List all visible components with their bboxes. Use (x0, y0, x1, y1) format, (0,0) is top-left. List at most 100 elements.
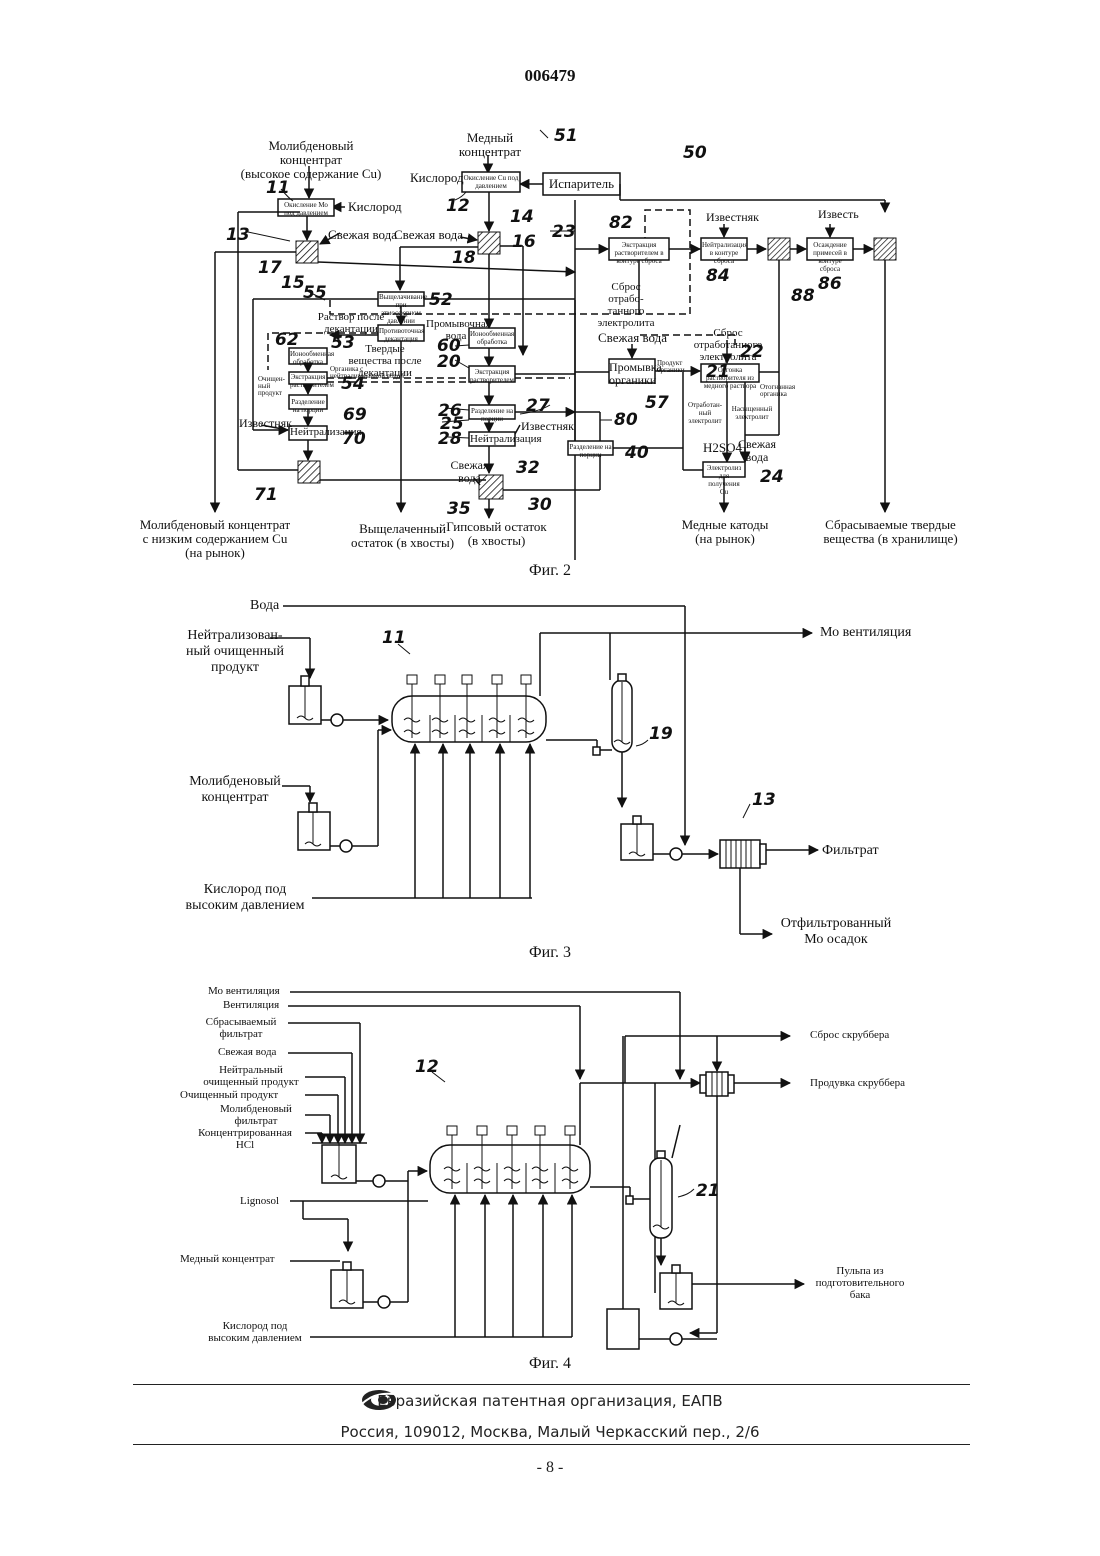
ref-26: 26 (438, 401, 462, 421)
box-60-label: Ионообменная обработка (470, 330, 514, 346)
ref-18: 18 (452, 248, 476, 268)
fig3-mo-concentrate: Молибденовый концентрат (180, 774, 290, 806)
box-52-label: Выщелачивание при атмосферном давлении (379, 293, 423, 325)
figure-3-caption: Фиг. 3 (0, 944, 1100, 962)
ref-62: 62 (275, 330, 299, 350)
figure-3-lines (0, 590, 1100, 970)
label-fresh-water-1: Свежая вода (328, 228, 397, 242)
label-cleaned-product: Очищен- ный продукт (258, 376, 285, 397)
ref-17: 17 (258, 258, 282, 278)
autoclave-11 (392, 696, 546, 742)
label-decant-solution: Раствор после декантации (316, 311, 386, 335)
box-54-label: Экстракция растворителем (290, 373, 326, 389)
autoclave-12 (430, 1145, 590, 1193)
box-28-label: Нейтрализация (470, 433, 514, 445)
ref-88: 88 (791, 286, 815, 306)
ref-28: 28 (438, 429, 462, 449)
ref-51: 51 (554, 126, 578, 146)
footer-rule-bottom (133, 1444, 970, 1445)
figure-3-mo-oxidation: Вода Нейтрализован- ный очищенный продук… (0, 590, 1100, 970)
ref-11-fig3: 11 (382, 628, 406, 648)
label-spent-bleed-1: Сброс отрабо- танного электролита (594, 281, 658, 329)
output-gypsum: Гипсовый остаток (в хвосты) (444, 520, 549, 548)
output-solids-storage: Сбрасываемые твердые вещества (в хранили… (818, 518, 963, 546)
fig4-cu-concentrate: Медный концентрат (180, 1253, 275, 1265)
box-40-label: Разделение на порции (569, 443, 612, 459)
box-84-label: Нейтрализация в контуре сброса (702, 241, 746, 265)
box-24-label: Электролиз для получения Cu (704, 464, 744, 496)
filter-16 (478, 232, 500, 254)
ref-50: 50 (683, 143, 707, 163)
footer-address: Россия, 109012, Москва, Малый Черкасский… (0, 1423, 1100, 1441)
label-oxygen-mo: Кислород (348, 200, 402, 214)
fig4-neutral-product: Нейтральный очищенный продукт (196, 1064, 306, 1088)
ref-57: 57 (645, 393, 669, 413)
fig4-conc-hcl: Концентрированная HCl (180, 1127, 310, 1151)
label-stripped-organic: Отогнанная органика (760, 384, 795, 398)
ref-13-fig3: 13 (752, 790, 776, 810)
filter-right (874, 238, 896, 260)
fig4-mo-vent: Мо вентиляция (208, 985, 280, 997)
figure-4-cu-oxidation: Мо вентиляция Вентиляция Сбрасываемый фи… (0, 975, 1100, 1380)
fig4-fresh-water: Свежая вода (218, 1046, 276, 1058)
label-spent-bleed-2: Сброс отработанного электролита (683, 327, 773, 363)
fig4-mo-filtrate: Молибденовый фильтрат (206, 1103, 306, 1127)
ref-12-fig4: 12 (415, 1057, 439, 1077)
figure-4-caption: Фиг. 4 (0, 1355, 1100, 1373)
filter-88 (768, 238, 790, 260)
box-22-label: Отгонка растворителя из медного раствора (702, 366, 758, 390)
label-lime: Известь (818, 208, 859, 221)
label-fresh-water-4: Свежая вода (447, 459, 492, 485)
box-70-label: Нейтрализация (290, 427, 326, 438)
ref-12: 12 (446, 196, 470, 216)
ref-13: 13 (226, 225, 250, 245)
ref-14: 14 (510, 207, 534, 227)
ref-55: 55 (303, 283, 327, 303)
ref-84: 84 (706, 266, 730, 286)
ref-82: 82 (609, 213, 633, 233)
filter-15 (296, 241, 318, 263)
footer-page-number: - 8 - (0, 1459, 1100, 1477)
label-fresh-water-3: Свежая вода (598, 331, 667, 345)
box-11-label: Окисление Мо под давлением (279, 201, 333, 217)
footer-rule-top (133, 1384, 970, 1385)
box-69-label: Разделение на порции (290, 398, 326, 414)
input-mo-concentrate: Молибденовый концентрат (высокое содержа… (236, 139, 386, 181)
footer-org: Евразийская патентная организация, ЕАПВ (0, 1392, 1100, 1410)
label-saturated-electrolyte: Насыщенный электролит (726, 405, 778, 421)
label-fresh-water-2: Свежая вода (394, 228, 463, 242)
label-limestone-3: Известняк (521, 420, 574, 433)
ref-27: 27 (526, 396, 550, 416)
label-limestone-1: Известняк (706, 211, 759, 224)
fig4-oxygen: Кислород под высоким давлением (200, 1320, 310, 1344)
fig3-neutral-product: Нейтрализован- ный очищенный продукт (180, 628, 290, 676)
label-limestone-2: Известняк (239, 417, 292, 430)
box-20-label: Экстракция растворителем (470, 368, 514, 384)
evaporator-label: Испаритель (543, 177, 620, 191)
fig4-scrubber-purge: Продувка скруббера (810, 1077, 905, 1089)
fig4-cleaned-product: Очищенный продукт (180, 1089, 278, 1101)
fig3-water: Вода (250, 598, 279, 614)
ref-24: 24 (760, 467, 784, 487)
output-cu-cathodes: Медные катоды (на рынок) (670, 518, 780, 546)
label-organic-product: Продукт органики (657, 360, 685, 374)
ref-35: 35 (447, 499, 471, 519)
figure-4-lines (0, 975, 1100, 1380)
label-h2so4: H2SO4 (703, 441, 742, 455)
ref-21-fig4: 21 (696, 1181, 720, 1201)
fig4-scrubber-discharge: Сброс скруббера (810, 1029, 889, 1041)
ref-15: 15 (281, 273, 305, 293)
ref-80: 80 (614, 410, 638, 430)
ref-16: 16 (512, 232, 536, 252)
ref-40: 40 (625, 443, 649, 463)
fig4-holding-tank (607, 1309, 639, 1349)
box-53-label: Противоточная декантация (379, 327, 423, 343)
ref-19-fig3: 19 (649, 724, 673, 744)
ref-23: 23 (552, 222, 576, 242)
figure-2-flowsheet: Молибденовый концентрат (высокое содержа… (0, 0, 1100, 590)
box-12-label: Окисление Cu под давлением (463, 174, 519, 190)
fig3-mo-vent: Мо вентиляция (820, 625, 911, 641)
fig4-pulp: Пульпа из подготовительного бака (810, 1265, 910, 1301)
fig4-waste-filtrate: Сбрасываемый фильтрат (196, 1016, 286, 1040)
ref-11: 11 (266, 178, 290, 198)
